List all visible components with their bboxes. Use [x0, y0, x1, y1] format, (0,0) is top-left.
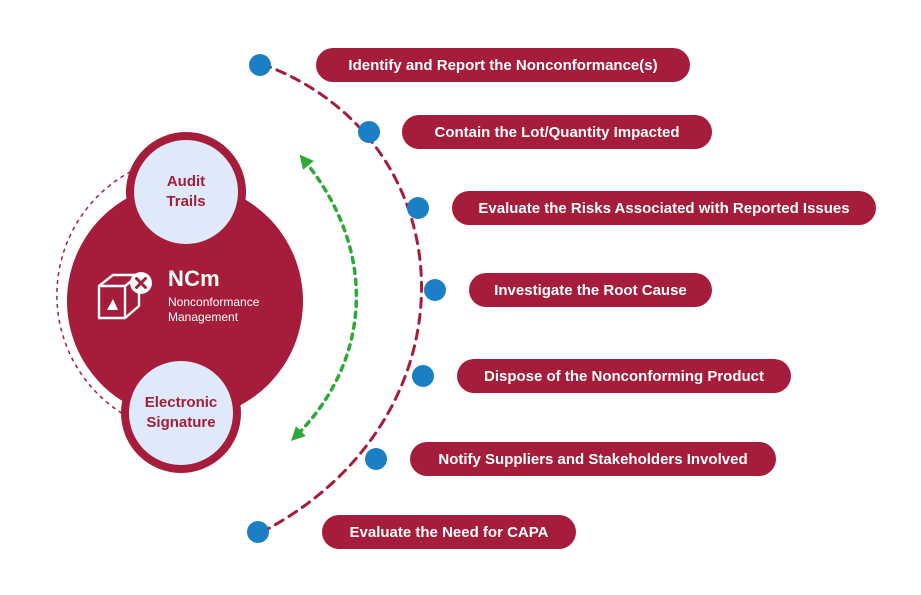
audit-trails-circle: Audit Trails — [126, 132, 246, 252]
hub-ring — [56, 167, 139, 419]
electronic-signature-label: Electronic Signature — [144, 394, 218, 431]
step-1-label: Identify and Report the Nonconformance(s… — [348, 56, 658, 74]
step-2-pill: Contain the Lot/Quantity Impacted — [402, 115, 712, 149]
step-4-label: Investigate the Root Cause — [494, 281, 687, 299]
step-7-pill: Evaluate the Need for CAPA — [322, 515, 576, 549]
step-3-label: Evaluate the Risks Associated with Repor… — [478, 199, 850, 217]
cycle-arrow — [291, 154, 359, 441]
step-6-pill: Notify Suppliers and Stakeholders Involv… — [410, 442, 776, 476]
step-7-label: Evaluate the Need for CAPA — [349, 523, 549, 541]
step-1-pill: Identify and Report the Nonconformance(s… — [316, 48, 690, 82]
electronic-signature-circle: Electronic Signature — [121, 353, 241, 473]
hub-subtitle: Nonconformance Management — [168, 295, 260, 324]
hub-content: NCm Nonconformance Management — [95, 266, 295, 330]
step-5-pill: Dispose of the Nonconforming Product — [457, 359, 791, 393]
step-6-label: Notify Suppliers and Stakeholders Involv… — [438, 450, 748, 468]
step-5-label: Dispose of the Nonconforming Product — [484, 367, 764, 385]
audit-trails-label: Audit Trails — [166, 173, 206, 210]
step-4-pill: Investigate the Root Cause — [469, 273, 712, 307]
hub-title: NCm — [168, 266, 220, 291]
step-4-dot — [424, 279, 446, 301]
step-1-dot — [249, 54, 271, 76]
step-2-dot — [358, 121, 380, 143]
step-5-dot — [412, 365, 434, 387]
step-6-dot — [365, 448, 387, 470]
step-7-dot — [247, 521, 269, 543]
box-x-icon — [97, 272, 152, 320]
process-arc — [258, 62, 423, 535]
step-2-label: Contain the Lot/Quantity Impacted — [434, 123, 680, 141]
step-3-pill: Evaluate the Risks Associated with Repor… — [452, 191, 876, 225]
step-3-dot — [407, 197, 429, 219]
